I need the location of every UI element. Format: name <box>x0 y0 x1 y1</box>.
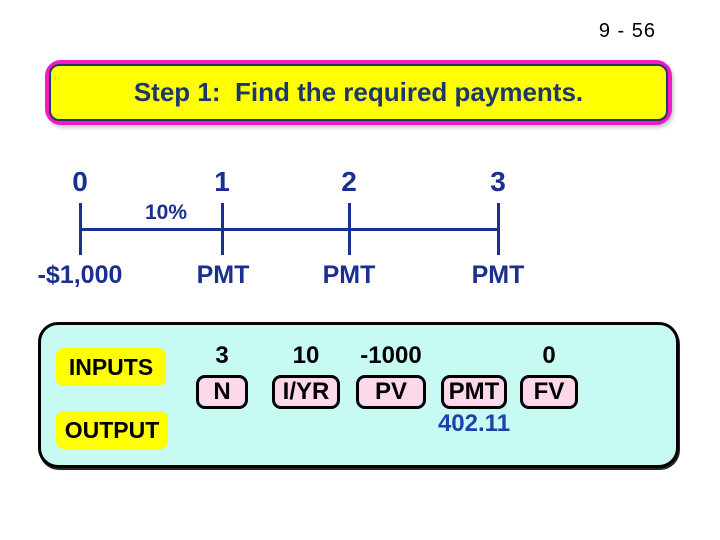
timeline-period-1: 1 <box>214 166 230 197</box>
iyr-key-button[interactable]: I/YR <box>272 375 340 409</box>
n-key-button[interactable]: N <box>196 375 248 409</box>
pv-key-button[interactable]: PV <box>356 375 426 409</box>
output-label: OUTPUT <box>56 411 168 449</box>
fv-input-value: 0 <box>542 342 556 369</box>
cashflow-label-2: PMT <box>322 261 376 289</box>
pmt-output-value: 402.11 <box>437 410 511 437</box>
title-box: Step 1: Find the required payments. <box>45 60 672 125</box>
timeline-period-0: 0 <box>72 166 88 197</box>
timeline-tick-2 <box>347 203 351 255</box>
fv-key-button[interactable]: FV <box>520 375 578 409</box>
calculator-panel: INPUTS OUTPUT 3 N 10 I/YR -1000 PV PMT 4… <box>38 322 679 468</box>
pmt-key-button[interactable]: PMT <box>441 375 507 409</box>
interest-rate-label: 10% <box>144 201 188 224</box>
cashflow-label-0: -$1,000 <box>37 261 123 289</box>
slide-title: Step 1: Find the required payments. <box>133 77 584 107</box>
iyr-input-value: 10 <box>292 342 320 369</box>
pv-input-value: -1000 <box>360 342 422 369</box>
timeline-axis <box>79 228 500 231</box>
timeline-period-3: 3 <box>490 166 506 197</box>
timeline-tick-1 <box>220 203 224 255</box>
cashflow-label-3: PMT <box>471 261 525 289</box>
timeline-period-2: 2 <box>341 166 357 197</box>
n-input-value: 3 <box>215 342 229 369</box>
timeline-tick-0 <box>78 203 82 255</box>
cashflow-label-1: PMT <box>196 261 250 289</box>
inputs-label: INPUTS <box>56 348 166 386</box>
page-number: 9 - 56 <box>598 20 656 42</box>
timeline-tick-3 <box>496 203 500 255</box>
title-box-inner: Step 1: Find the required payments. <box>49 64 668 121</box>
